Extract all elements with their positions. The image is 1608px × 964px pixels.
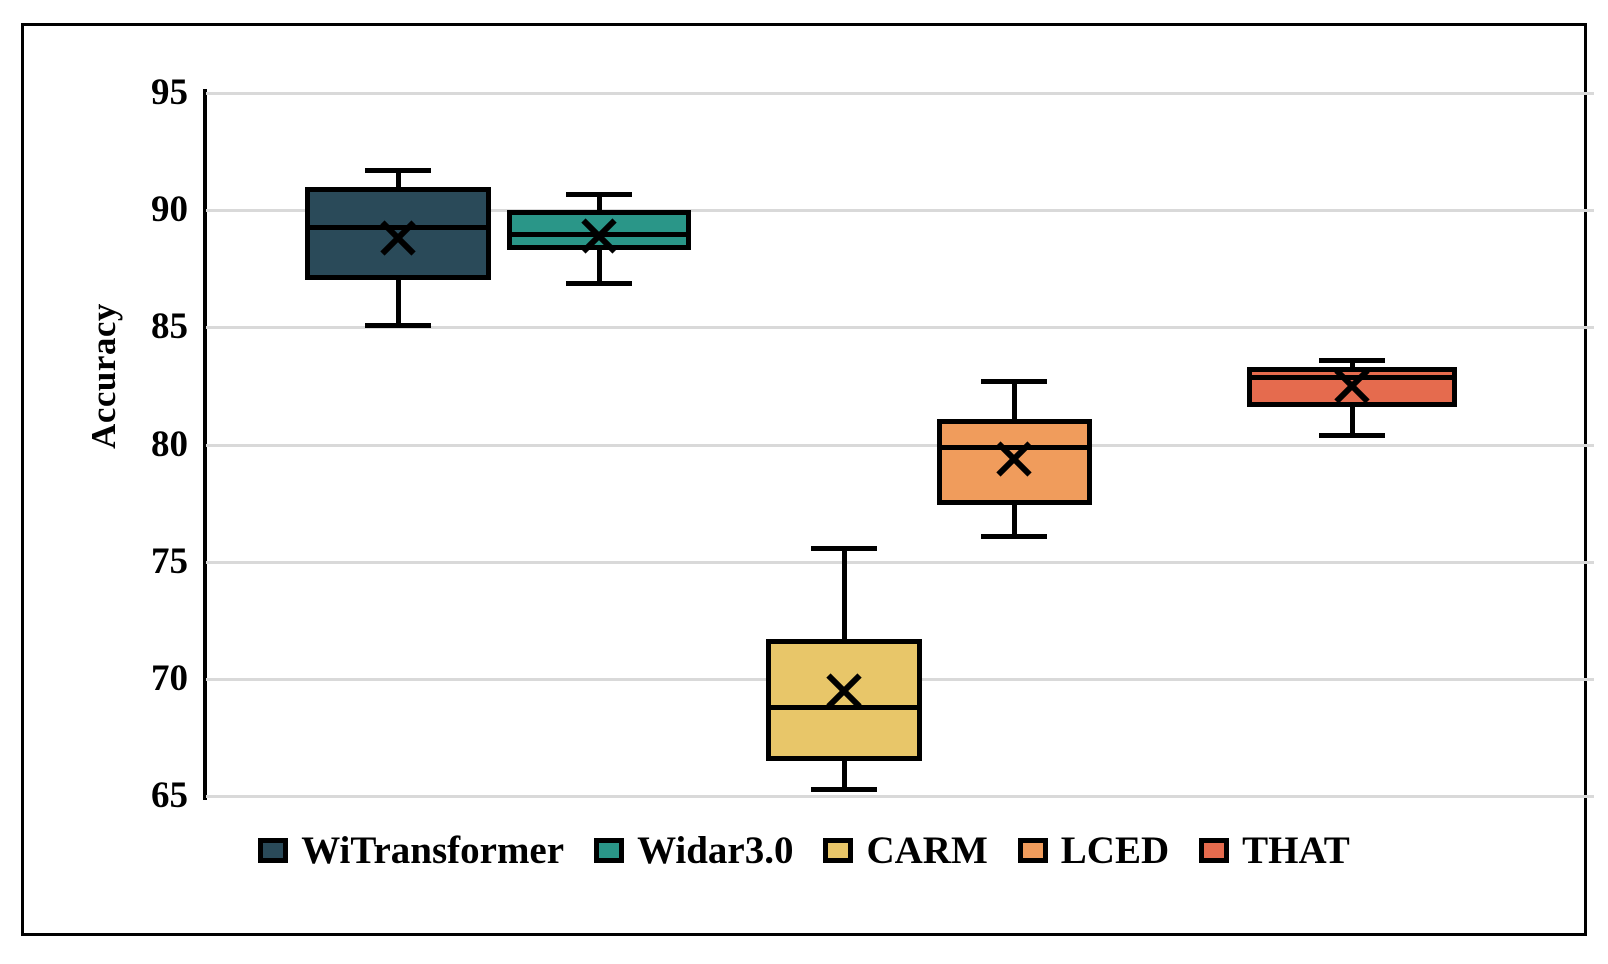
legend-item-widar3-0[interactable]: Widar3.0 (594, 831, 793, 870)
legend-label: LCED (1060, 829, 1170, 872)
lower-whisker-cap (365, 322, 431, 328)
upper-whisker-cap (1319, 358, 1385, 364)
lower-whisker-line (842, 760, 847, 789)
y-tick-label-85: 85 (151, 306, 188, 348)
plot-area (206, 92, 1594, 798)
upper-whisker-cap (981, 379, 1047, 385)
lower-whisker-cap (981, 533, 1047, 539)
box-plot-that[interactable] (1247, 93, 1457, 796)
upper-whisker-cap (811, 545, 877, 551)
lower-whisker-line (1350, 407, 1355, 436)
upper-whisker-line (597, 193, 602, 211)
mean-marker-x-icon (577, 214, 621, 258)
legend-swatch-icon (1199, 838, 1230, 863)
mean-marker-x-icon (992, 437, 1036, 481)
box-plot-carm[interactable] (766, 93, 922, 796)
gridline-95 (206, 92, 1594, 95)
legend-label: WiTransformer (301, 829, 565, 872)
lower-whisker-line (597, 250, 602, 283)
y-tick-label-90: 90 (151, 189, 188, 231)
upper-whisker-line (1012, 381, 1017, 419)
y-tick-label-70: 70 (151, 657, 188, 699)
mean-marker-x-icon (376, 216, 420, 260)
legend-swatch-icon (594, 838, 625, 863)
gridline-65 (206, 795, 1594, 798)
box-plot-lced[interactable] (936, 93, 1092, 796)
lower-whisker-cap (811, 786, 877, 792)
upper-whisker-line (842, 547, 847, 639)
box-plot-widar3-0[interactable] (507, 93, 691, 796)
legend-label: THAT (1242, 829, 1350, 872)
box-plot-witransformer[interactable] (305, 93, 491, 796)
legend-label: CARM (866, 829, 988, 872)
lower-whisker-line (396, 280, 401, 325)
y-tick-label-95: 95 (151, 72, 188, 113)
gridline-90 (206, 209, 1594, 213)
y-axis-line (203, 89, 207, 800)
lower-whisker-cap (566, 280, 632, 286)
legend-item-witransformer[interactable]: WiTransformer (258, 831, 564, 870)
legend-item-that[interactable]: THAT (1199, 831, 1350, 870)
gridline-75 (206, 560, 1594, 564)
y-tick-label-65: 65 (151, 775, 188, 816)
y-tick-label-75: 75 (151, 540, 188, 582)
chart-legend: WiTransformer Widar3.0 CARM LCED THAT (24, 831, 1584, 870)
mean-marker-x-icon (1330, 364, 1374, 408)
upper-whisker-cap (365, 168, 431, 174)
lower-whisker-line (1012, 505, 1017, 536)
gridline-85 (206, 326, 1594, 330)
gridline-80 (206, 443, 1594, 447)
legend-swatch-icon (1017, 838, 1048, 863)
y-tick-label-80: 80 (151, 423, 188, 465)
upper-whisker-cap (566, 191, 632, 197)
upper-whisker-line (396, 170, 401, 187)
legend-item-carm[interactable]: CARM (823, 829, 988, 872)
y-axis-tick-labels: 95 90 85 80 75 70 65 (58, 74, 188, 814)
legend-swatch-icon (258, 838, 289, 863)
lower-whisker-cap (1319, 433, 1385, 439)
legend-swatch-icon (823, 838, 854, 863)
mean-marker-x-icon (822, 669, 866, 713)
legend-item-lced[interactable]: LCED (1017, 829, 1170, 872)
legend-label: Widar3.0 (637, 829, 794, 872)
